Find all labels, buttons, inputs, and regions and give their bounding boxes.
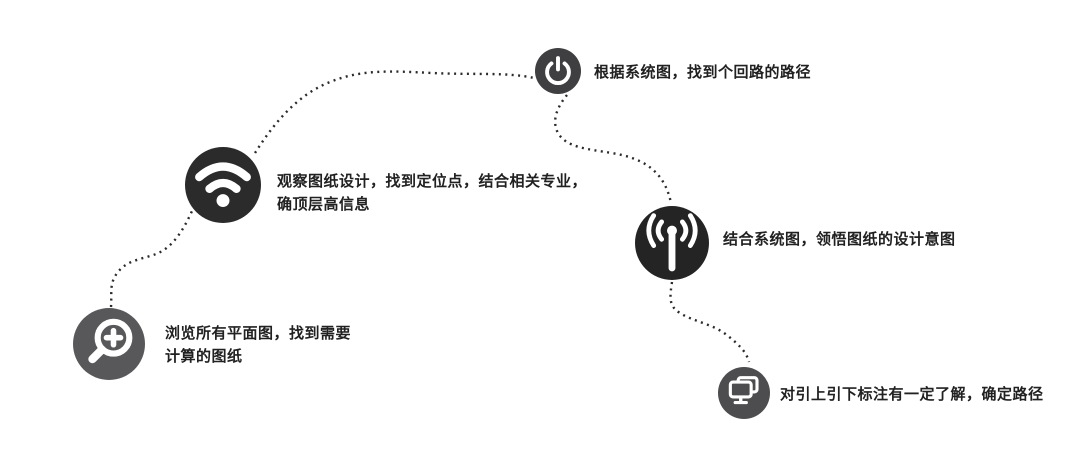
step-label-3: 根据系统图，找到个回路的路径	[594, 64, 812, 81]
step-label-5: 对引上引下标注有一定了解，确定路径	[780, 386, 1044, 403]
power-icon	[535, 48, 581, 94]
step-label-4: 结合系统图，领悟图纸的设计意图	[723, 231, 956, 248]
step-node-1	[73, 308, 145, 380]
dual-monitor-icon	[718, 367, 770, 419]
wifi-icon	[185, 147, 261, 223]
broadcast-antenna-icon	[635, 206, 709, 280]
step-label-2: 观察图纸设计，找到定位点，结合相关专业， 确顶层高信息	[277, 173, 588, 213]
step-node-4	[635, 206, 709, 280]
connector-step2-step3	[253, 70, 535, 154]
connector-step4-step5	[669, 281, 751, 363]
zoom-in-magnifier-icon	[73, 308, 145, 380]
step-node-5	[718, 367, 770, 419]
connector-step1-step2	[109, 210, 194, 308]
step-node-3	[535, 48, 581, 94]
step-node-2	[185, 147, 261, 223]
step-label-1: 浏览所有平面图，找到需要 计算的图纸	[165, 325, 352, 365]
